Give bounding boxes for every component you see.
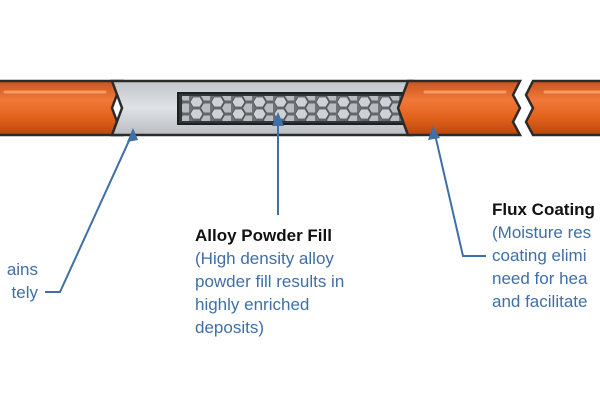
right-flux-sheath — [524, 79, 600, 137]
flux-coating-line-2: coating elimi — [492, 246, 587, 265]
arrow-core-wire — [45, 131, 134, 293]
core-wire-description: ains tely — [0, 258, 38, 304]
arrow-flux-coating-head — [428, 126, 440, 140]
middle-flux-sheath — [396, 79, 523, 137]
alloy-powder-line-4: deposits) — [195, 318, 264, 337]
alloy-powder-title: Alloy Powder Fill — [195, 226, 332, 245]
arrow-core-wire-head — [127, 128, 138, 142]
flux-coating-line-1: (Moisture res — [492, 223, 592, 242]
core-wire-line-1: ains — [6, 260, 38, 279]
flux-coating-callout: Flux Coating (Moisture res coating elimi… — [492, 198, 595, 313]
arrow-flux-coating — [433, 129, 486, 257]
alloy-powder-line-1: (High density alloy — [195, 249, 334, 268]
alloy-powder-callout: Alloy Powder Fill (High density alloy po… — [195, 224, 344, 339]
alloy-powder-line-3: highly enriched — [195, 295, 310, 314]
alloy-powder-line-2: powder fill results in — [195, 272, 345, 291]
flux-coating-line-3: need for hea — [492, 269, 588, 288]
core-wire-line-2: tely — [11, 283, 38, 302]
flux-coating-line-4: and facilitate — [492, 292, 588, 311]
flux-coating-title: Flux Coating — [492, 200, 595, 219]
left-flux-sheath — [0, 79, 124, 137]
arrow-powder-fill-head — [272, 112, 284, 126]
powder-fill — [182, 96, 414, 121]
